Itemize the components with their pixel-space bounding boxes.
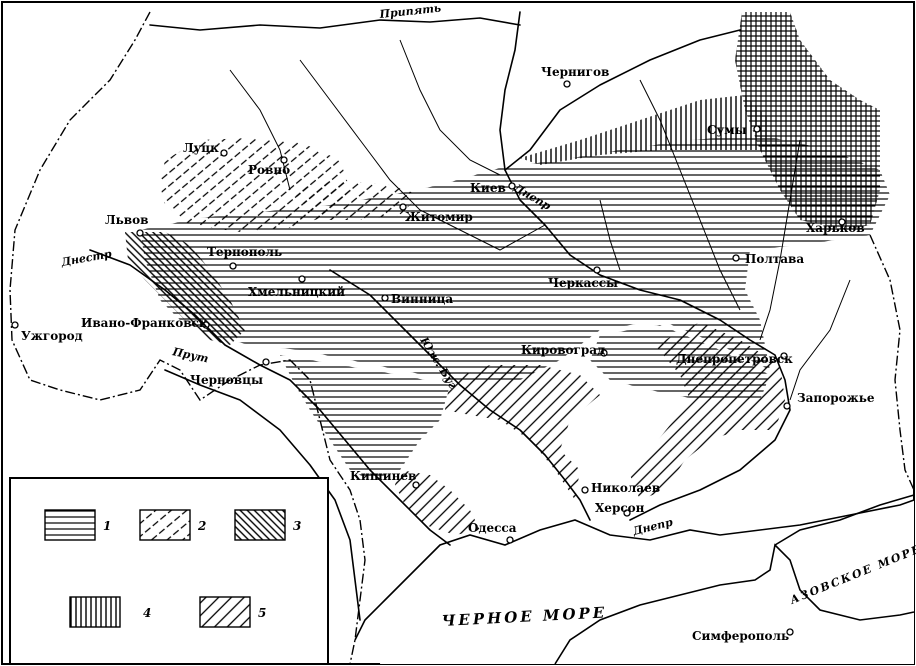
city-dot-kishinev[interactable] bbox=[412, 481, 420, 489]
city-label-chernigov: Чернигов bbox=[541, 65, 609, 79]
city-label-kiev: Киев bbox=[470, 181, 506, 195]
city-label-lvov: Львов bbox=[105, 213, 148, 227]
city-label-dnepropetrovsk: Днепропетровск bbox=[676, 352, 793, 366]
legend-label-4: 4 bbox=[143, 606, 151, 620]
coastline bbox=[354, 499, 915, 641]
river-dnestr bbox=[89, 249, 451, 546]
river-layer bbox=[89, 11, 851, 621]
river-tributary-3 bbox=[759, 139, 801, 341]
city-label-simferopol: Симферополь bbox=[692, 629, 789, 643]
river-pripyat bbox=[149, 17, 521, 31]
legend-box bbox=[9, 477, 329, 665]
city-label-poltava: Полтава bbox=[745, 252, 804, 266]
city-label-kharkov: Харьков bbox=[806, 221, 865, 235]
city-dot-uzhgorod[interactable] bbox=[11, 321, 19, 329]
region-zone-2-rovno bbox=[160, 138, 350, 232]
city-dot-khmelnitsky[interactable] bbox=[298, 275, 306, 283]
region-zone-1-north bbox=[140, 135, 890, 380]
city-labels: Чернигов Сумы Луцк Ровно Киев Львов Жито… bbox=[21, 65, 875, 643]
city-dot-lvov[interactable] bbox=[136, 229, 144, 237]
river-tributary-2 bbox=[639, 79, 741, 311]
city-dot-dnepropetrovsk[interactable] bbox=[780, 352, 788, 360]
city-dot-simferopol[interactable] bbox=[786, 628, 794, 636]
river-tributary-5 bbox=[789, 279, 851, 401]
city-dot-zhitomir[interactable] bbox=[399, 203, 407, 211]
river-desna bbox=[504, 29, 741, 171]
legend-label-1: 1 bbox=[103, 519, 111, 533]
city-label-uzhgorod: Ужгород bbox=[21, 329, 83, 343]
city-dot-chernigov[interactable] bbox=[563, 80, 571, 88]
city-label-rovno: Ровно bbox=[248, 163, 290, 177]
legend-swatch-2 bbox=[139, 509, 191, 541]
city-label-lutsk: Луцк bbox=[183, 141, 219, 155]
city-dot-odessa[interactable] bbox=[506, 536, 514, 544]
city-dot-ternopol[interactable] bbox=[229, 262, 237, 270]
city-dot-nikolaev[interactable] bbox=[581, 486, 589, 494]
legend-swatch-1 bbox=[44, 509, 96, 541]
city-label-odessa: Одесса bbox=[468, 521, 517, 535]
city-dot-sumy[interactable] bbox=[753, 125, 761, 133]
city-label-vinnitsa: Винница bbox=[391, 292, 453, 306]
city-dot-kirovograd[interactable] bbox=[600, 349, 608, 357]
legend-swatch-5 bbox=[199, 596, 251, 628]
city-label-kishinev: Кишинев bbox=[350, 469, 416, 483]
river-yuzh-bug bbox=[329, 269, 591, 521]
river-dnepr bbox=[499, 11, 791, 521]
legend-swatch-4 bbox=[69, 596, 121, 628]
region-layer bbox=[125, 12, 890, 535]
region-zone-1-south bbox=[280, 355, 450, 480]
legend: 1 2 3 4 5 bbox=[9, 477, 329, 665]
city-label-zaporozhye: Запорожье bbox=[797, 391, 875, 405]
river-tributary-7 bbox=[399, 39, 501, 176]
river-tributary-4 bbox=[599, 199, 621, 271]
legend-swatch-3 bbox=[234, 509, 286, 541]
city-dot-kharkov[interactable] bbox=[838, 218, 846, 226]
city-label-ternopol: Тернополь bbox=[207, 245, 282, 259]
city-dot-rovno[interactable] bbox=[280, 156, 288, 164]
river-tributary-6 bbox=[229, 69, 291, 191]
city-label-ivano: Ивано-Франковск bbox=[81, 316, 208, 330]
river-tributary-1 bbox=[299, 59, 546, 251]
region-zone-4-band bbox=[520, 95, 770, 165]
river-prut bbox=[164, 369, 361, 621]
city-dot-lutsk[interactable] bbox=[220, 149, 228, 157]
city-label-sumy: Сумы bbox=[707, 123, 747, 137]
city-label-zhitomir: Житомир bbox=[405, 210, 473, 224]
azov-coast bbox=[774, 494, 915, 546]
city-label-khmelnitsky: Хмельницкий bbox=[248, 285, 345, 299]
city-markers bbox=[11, 80, 846, 636]
region-zone-5-east bbox=[630, 322, 785, 500]
city-label-chernovtsy: Черновцы bbox=[190, 373, 263, 387]
city-label-kherson: Херсон bbox=[595, 501, 645, 515]
crimea-coast bbox=[554, 543, 915, 665]
city-dot-vinnitsa[interactable] bbox=[381, 294, 389, 302]
state-border bbox=[9, 11, 366, 665]
city-dot-chernovtsy[interactable] bbox=[262, 358, 270, 366]
region-zone-4-east bbox=[735, 12, 880, 230]
city-dot-poltava[interactable] bbox=[732, 254, 740, 262]
city-dot-kherson[interactable] bbox=[623, 509, 631, 517]
legend-label-2: 2 bbox=[197, 519, 206, 533]
state-border-east bbox=[869, 234, 915, 491]
legend-label-5: 5 bbox=[258, 606, 266, 620]
region-zone-3-lvov bbox=[125, 232, 245, 345]
city-dot-cherkassy[interactable] bbox=[593, 266, 601, 274]
city-label-cherkassy: Черкассы bbox=[548, 276, 618, 290]
city-dot-kiev[interactable] bbox=[508, 182, 516, 190]
city-dot-ivano[interactable] bbox=[202, 321, 210, 329]
legend-label-3: 3 bbox=[293, 519, 301, 533]
region-zone-2-center bbox=[290, 180, 420, 220]
city-label-nikolaev: Николаев bbox=[591, 481, 660, 495]
city-label-kirovograd: Кировоград bbox=[521, 343, 605, 357]
city-dot-zaporozhye[interactable] bbox=[783, 402, 791, 410]
